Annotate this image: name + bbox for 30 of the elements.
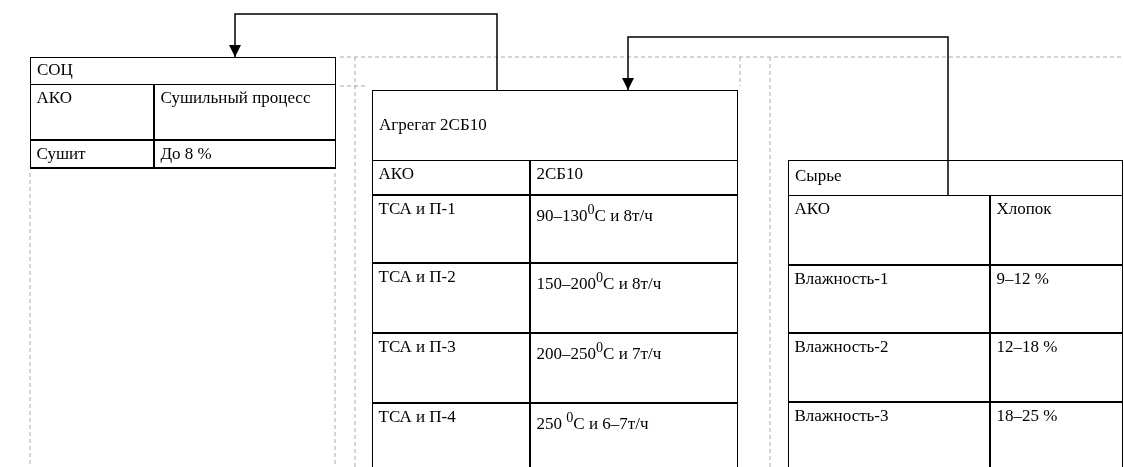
table-cell: 9–12 % xyxy=(989,264,1123,333)
arrow xyxy=(622,36,949,196)
frame-table xyxy=(788,160,1123,467)
table-cell: Сушильный процесс xyxy=(153,83,336,140)
table-cell: 2СБ10 xyxy=(529,159,738,195)
frame-table xyxy=(30,57,336,169)
table-cell: Сушит xyxy=(29,139,154,168)
frame-title: СОЦ xyxy=(37,59,73,81)
table-cell: Влажность-1 xyxy=(787,264,990,333)
table-cell: ТСА и П-1 xyxy=(371,194,530,263)
table-cell: Влажность-2 xyxy=(787,332,990,402)
table-cell: Влажность-3 xyxy=(787,401,990,467)
table-cell: ТСА и П-4 xyxy=(371,402,530,467)
table-cell: ТСА и П-2 xyxy=(371,262,530,333)
table-cell: 18–25 % xyxy=(989,401,1123,467)
table-cell: 12–18 % xyxy=(989,332,1123,402)
table-cell: 150–200$^{0}$С и 8т/ч xyxy=(529,262,738,333)
frame-title: Сырье xyxy=(795,165,842,187)
table-cell: АКО xyxy=(787,194,990,265)
table-cell: 250 $^{0}$С и 6–7т/ч xyxy=(529,402,738,467)
frame-table xyxy=(372,90,738,467)
table-cell: 90–130$^{0}$С и 8т/ч xyxy=(529,194,738,263)
table-cell: АКО xyxy=(371,159,530,195)
table-cell: До 8 % xyxy=(153,139,336,168)
table-cell: 200–250$^{0}$С и 7т/ч xyxy=(529,332,738,403)
frame-title: Агрегат 2СБ10 xyxy=(379,114,487,136)
table-cell: АКО xyxy=(29,83,154,140)
table-cell: Хлопок xyxy=(989,194,1123,265)
arrow xyxy=(229,13,498,91)
table-cell: ТСА и П-3 xyxy=(371,332,530,403)
